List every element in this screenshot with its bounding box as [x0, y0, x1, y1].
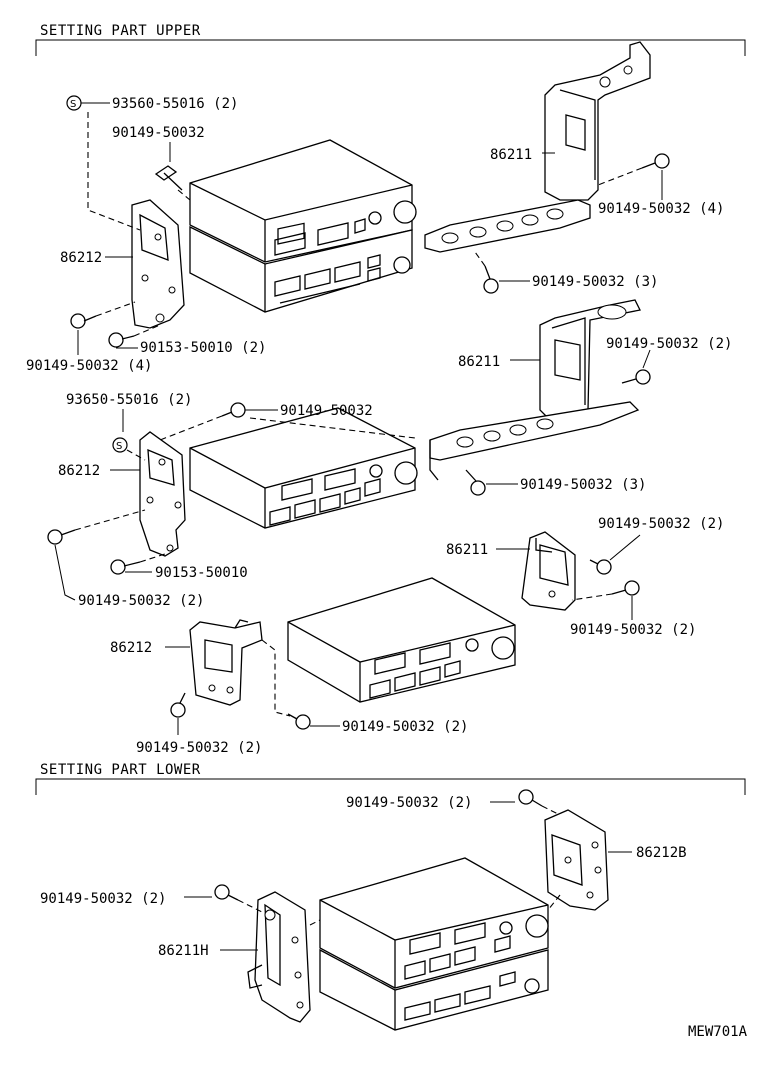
label-90149-50032-4-left: 90149-50032 (4) — [26, 358, 152, 374]
bracket-86212-upper — [131, 199, 185, 329]
bolt-icon — [641, 153, 670, 169]
label-90149-50032-b: 90149-50032 — [280, 403, 373, 419]
section-title-upper: SETTING PART UPPER — [40, 23, 201, 39]
label-90149-50032-3-b: 90149-50032 (3) — [520, 477, 646, 493]
bolt-icon — [170, 692, 186, 718]
svg-text:S: S — [116, 441, 122, 452]
bolt-icon — [70, 313, 97, 329]
label-90149-50032-2-b: 90149-50032 (2) — [606, 336, 732, 352]
label-86211-small: 86211 — [446, 542, 488, 558]
bracket-86212b — [544, 809, 609, 911]
bolt-icon — [589, 559, 612, 575]
bolt-icon — [621, 369, 651, 385]
section-bracket-lower — [35, 778, 746, 795]
label-90149-50032-2-l-top: 90149-50032 (2) — [346, 795, 472, 811]
bolt-icon — [108, 332, 135, 348]
label-93650-55016: 93650-55016 (2) — [66, 392, 192, 408]
s-mark-icon: S — [112, 437, 128, 453]
section-bracket-upper — [35, 39, 746, 56]
label-86212b: 86212B — [636, 845, 687, 861]
label-90149-50032-2-c-mid: 90149-50032 (2) — [342, 719, 468, 735]
bolt-icon — [214, 884, 239, 901]
bolt-icon — [154, 165, 183, 191]
label-90149-50032-2-c-bottom: 90149-50032 (2) — [570, 622, 696, 638]
svg-text:S: S — [70, 99, 76, 110]
radio-unit-single-middle — [189, 407, 418, 529]
label-86212-upper: 86212 — [60, 250, 102, 266]
bolt-icon — [518, 789, 543, 807]
label-90149-50032-3-a: 90149-50032 (3) — [532, 274, 658, 290]
bracket-86211h — [247, 891, 311, 1023]
radio-unit-double-upper — [189, 139, 417, 313]
bolt-icon — [47, 529, 76, 545]
section-title-lower: SETTING PART LOWER — [40, 762, 201, 778]
bolt-icon — [221, 402, 246, 418]
label-90149-50032-2-left: 90149-50032 (2) — [78, 593, 204, 609]
label-90153-50010: 90153-50010 — [155, 565, 248, 581]
bolt-icon — [110, 559, 141, 575]
bracket-86211-middle — [429, 299, 641, 481]
label-90153-50010-2: 90153-50010 (2) — [140, 340, 266, 356]
s-mark-icon: S — [66, 95, 82, 111]
radio-unit-double-lower — [319, 857, 549, 1031]
label-90149-50032-4-right: 90149-50032 (4) — [598, 201, 724, 217]
bolt-icon — [483, 265, 499, 294]
label-90149-50032-2-l-left: 90149-50032 (2) — [40, 891, 166, 907]
label-90149-50032-2-c-below: 90149-50032 (2) — [136, 740, 262, 756]
bolt-icon — [465, 469, 486, 496]
label-93560-55016: 93560-55016 (2) — [112, 96, 238, 112]
bracket-86211-upper — [424, 41, 651, 253]
label-90149-50032-a: 90149-50032 — [112, 125, 205, 141]
label-86212-middle: 86212 — [58, 463, 100, 479]
label-86211-middle: 86211 — [458, 354, 500, 370]
bolt-icon — [287, 713, 311, 730]
label-86212-small: 86212 — [110, 640, 152, 656]
bracket-86212-middle — [139, 431, 186, 557]
radio-unit-single-lower-middle — [287, 577, 516, 703]
label-90149-50032-2-c-top: 90149-50032 (2) — [598, 516, 724, 532]
diagram-code: MEW701A — [688, 1024, 748, 1040]
bracket-86212-small — [189, 619, 263, 706]
bracket-86211-small — [521, 531, 576, 611]
bolt-icon — [611, 580, 640, 596]
label-86211h: 86211H — [158, 943, 209, 959]
label-86211-upper: 86211 — [490, 147, 532, 163]
